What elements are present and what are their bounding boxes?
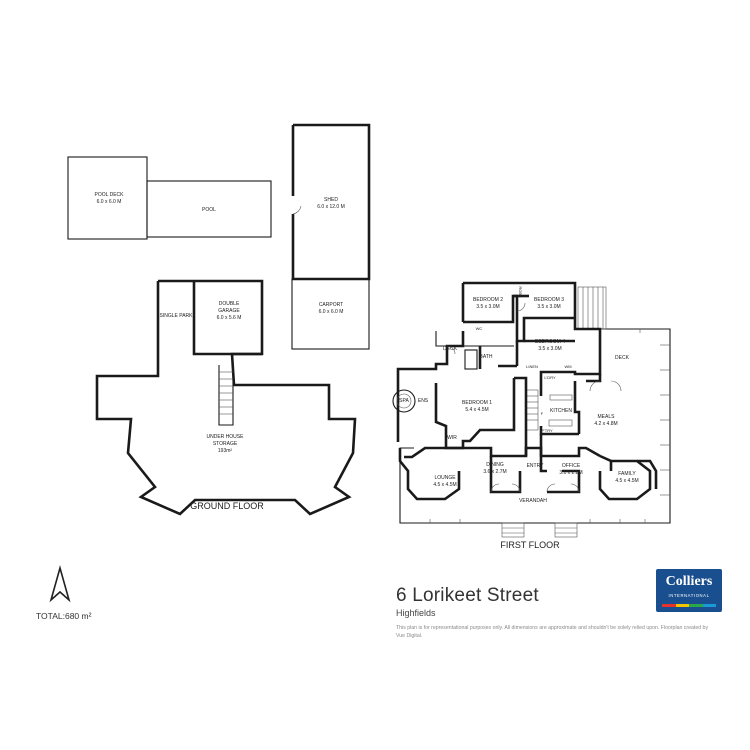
garage-walls [192,281,262,356]
bedroom1-label: BEDROOM 1 [462,400,492,406]
north-arrow-icon [49,565,71,603]
stair-outline [218,365,234,426]
wm-label: WM [564,364,571,369]
fridge-label: F [541,411,544,416]
spa-inner [396,393,412,409]
pool-deck-dims: 6.0 x 6.0 M [97,199,122,205]
office-dims: 3.1 x 2.8M [559,470,582,476]
robe-label: ROBE [518,286,523,298]
verandah-label: VERANDAH [519,498,547,504]
first-floor-title: FIRST FLOOR [500,540,560,550]
bedroom3-label: BEDROOM 3 [534,297,564,303]
dining-dims: 3.6 x 2.7M [483,469,506,475]
bath-label: BATH [480,354,493,360]
stripe-yellow [675,604,689,607]
rear-steps [577,286,607,330]
bathtub [464,349,478,370]
property-address: 6 Lorikeet Street [396,585,539,606]
disclaimer-text: This plan is for representational purpos… [396,625,709,639]
linen-label: LINEN [526,364,538,369]
bedroom1-dims: 5.4 x 4.5M [465,407,488,413]
pantry-label: P'TRY [541,428,553,433]
stripe-red [662,604,676,607]
wc-label: WC [476,326,483,331]
verandah-outline [399,328,671,524]
shed-label: SHED [324,197,338,203]
first-floor-walls [396,281,658,501]
lounge-dims: 4.5 x 4.5M [433,482,456,488]
spa-tub [392,389,416,413]
dining-label: DINING [486,462,504,468]
storage-label: UNDER HOUSE [207,434,245,440]
agency-logo-stripes [662,604,716,607]
ens-label: ENS [418,398,429,404]
bedroom4-label: BEDROOM 4 [535,339,565,345]
garage-dims: 6.0 x 5.6 M [217,315,242,321]
office-label: OFFICE [562,463,581,469]
pool-outline [146,180,272,238]
laundry-label: L'DRY [544,375,556,380]
agency-logo: Colliers INTERNATIONAL [656,569,722,612]
front-steps [501,522,578,538]
wir-label: WIR [447,435,457,441]
carport-outline [291,278,370,350]
garage-label: DOUBLE [219,301,240,307]
stripe-blue [702,604,716,607]
carport-label: CARPORT [319,302,343,308]
kitchen-bench [549,394,573,401]
family-dims: 4.5 x 4.5M [615,478,638,484]
shed-carport: SHED 6.0 x 12.0 M CARPORT 6.0 x 6.0 M [291,123,371,350]
property-suburb: Highfields [396,608,436,618]
shed-dims: 6.0 x 12.0 M [317,204,345,210]
deck-left-label: DECK [443,346,458,352]
agency-logo-name: Colliers [665,574,713,589]
bedroom2-dims: 3.5 x 3.0M [476,304,499,310]
meals-label: MEALS [598,414,616,420]
door-swings [446,302,622,493]
meals-dims: 4.2 x 4.8M [594,421,617,427]
pool-deck-label: POOL DECK [95,192,125,198]
bedroom2-label: BEDROOM 2 [473,297,503,303]
carport-dims: 6.0 x 6.0 M [319,309,344,315]
inner-stair [525,389,539,431]
left-deck-outline [435,331,514,347]
deck-posts [429,329,670,523]
total-area: TOTAL:680 m² [36,611,92,621]
storage-dims: 193m² [218,448,233,454]
kitchen-label: KITCHEN [550,408,572,414]
lounge-label: LOUNGE [434,475,456,481]
first-floor-plan: BEDROOM 2 3.5 x 3.0M BEDROOM 3 3.5 x 3.0… [392,281,671,550]
pool-area: POOL DECK 6.0 x 6.0 M POOL [67,156,272,240]
single-park-label: SINGLE PARK [160,313,194,319]
storage-label-2: STORAGE [213,441,238,447]
deck-right-label: DECK [615,355,630,361]
pool-deck-outline [67,156,148,240]
entry-label: ENTRY [527,463,545,469]
stripe-green [689,604,703,607]
ground-floor-title: GROUND FLOOR [190,501,264,511]
ground-floor-plan: SINGLE PARK DOUBLE GARAGE 6.0 x 5.6 M UN… [95,279,357,516]
spa-label: SPA [399,398,409,404]
bedroom4-dims: 3.5 x 3.0M [538,346,561,352]
bedroom3-dims: 3.5 x 3.0M [537,304,560,310]
family-label: FAMILY [618,471,636,477]
stair-treads [219,371,233,415]
garage-label-2: GARAGE [218,308,240,314]
kitchen-island [548,419,573,427]
agency-logo-subtitle: INTERNATIONAL [668,593,710,598]
pool-label: POOL [202,207,216,213]
